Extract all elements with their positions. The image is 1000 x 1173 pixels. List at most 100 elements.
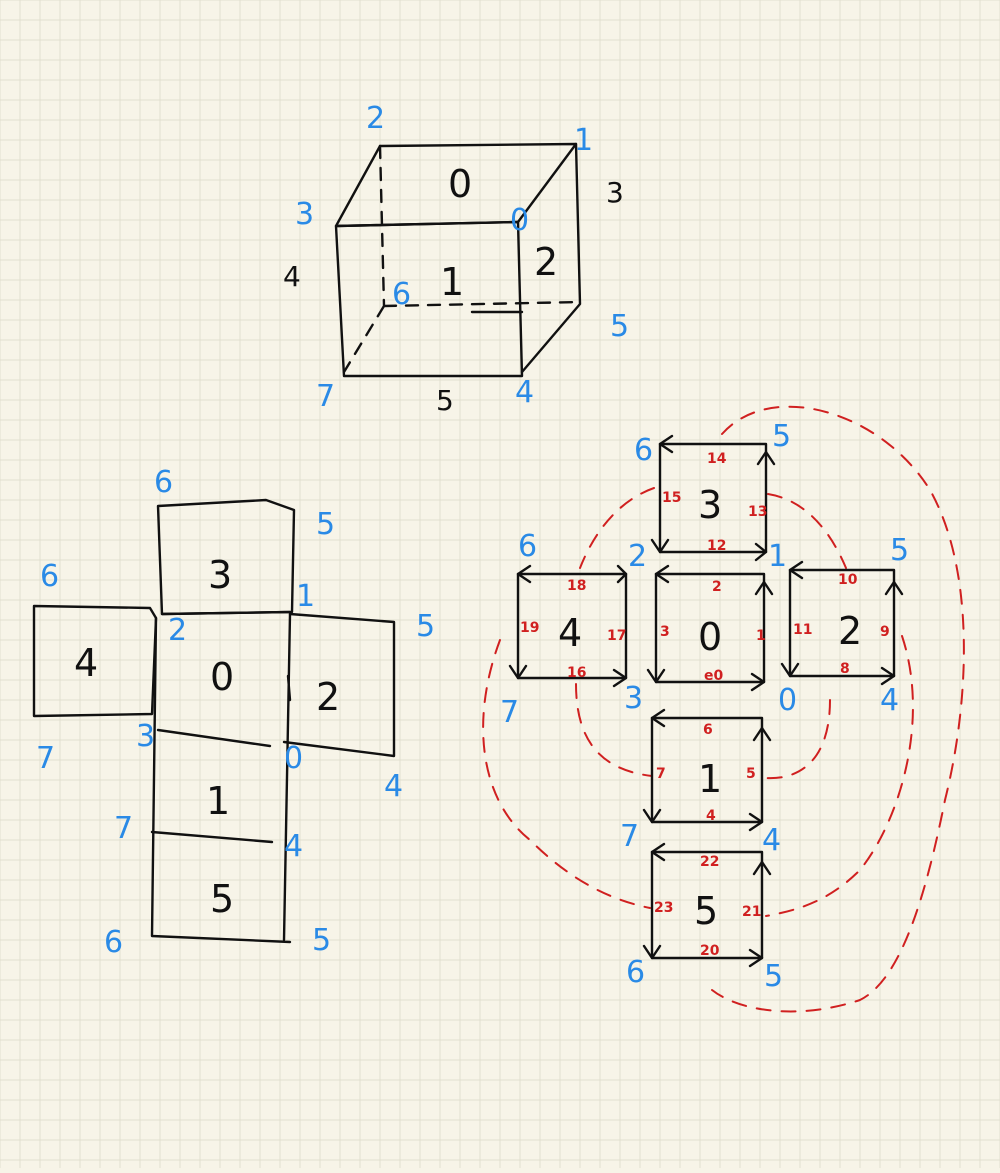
edge-label: 23 bbox=[654, 900, 673, 916]
edge-label: 5 bbox=[746, 766, 756, 782]
edge-label: 2 bbox=[712, 579, 722, 595]
edge-label: 21 bbox=[742, 904, 761, 920]
cube-vertex-label: 6 bbox=[392, 277, 411, 312]
net-right-vertex-label: 7 bbox=[620, 819, 639, 854]
connector-outer bbox=[711, 405, 965, 1013]
net-left-vertex-label: 6 bbox=[154, 465, 173, 500]
net-left-vertex-label: 7 bbox=[36, 741, 55, 776]
net-right-face-label: 5 bbox=[694, 889, 718, 933]
edge-label: 19 bbox=[520, 620, 539, 636]
net-left-column bbox=[150, 612, 292, 944]
net-right-vertex-label: 5 bbox=[772, 419, 791, 454]
net-left-vertex-label: 5 bbox=[416, 609, 435, 644]
net-right-vertex-label: 4 bbox=[762, 823, 781, 858]
net-right-face-label: 4 bbox=[558, 611, 582, 655]
edge-label: 12 bbox=[707, 538, 726, 554]
cube-vertex-label: 0 bbox=[510, 203, 529, 238]
net-left-face-label: 4 bbox=[74, 641, 98, 685]
net-left-vertex-label: 2 bbox=[168, 613, 187, 648]
connector-top-right bbox=[767, 493, 847, 569]
cube-vertex-label: 2 bbox=[366, 101, 385, 136]
edge-arrowheads bbox=[508, 434, 904, 968]
edge-label: 1 bbox=[756, 628, 766, 644]
net-left-face-label: 3 bbox=[208, 553, 232, 597]
cube-right-edges bbox=[520, 142, 582, 374]
cube-front-face bbox=[334, 220, 524, 378]
edge-label: 20 bbox=[700, 943, 720, 959]
cube-face-label: 0 bbox=[448, 162, 472, 206]
cube-vertex-label: 5 bbox=[610, 309, 629, 344]
red-dashed-connectors bbox=[482, 405, 965, 1013]
net-right-vertex-label: 6 bbox=[518, 529, 537, 564]
net-left-vertex-label: 6 bbox=[104, 925, 123, 960]
net-left-vertex-label: 5 bbox=[316, 507, 335, 542]
cube-dimension-label: 5 bbox=[436, 384, 454, 417]
connector-right-bottom bbox=[765, 699, 831, 780]
net-right-vertex-label: 5 bbox=[764, 959, 783, 994]
net-left-mark bbox=[286, 674, 292, 702]
connector-left-outer bbox=[482, 639, 651, 909]
cube-dimension-label: 3 bbox=[606, 176, 624, 209]
edge-label: 14 bbox=[707, 451, 727, 467]
net-left-vertex-label: 4 bbox=[384, 769, 403, 804]
net-left-vertex-label: 4 bbox=[284, 829, 303, 864]
edge-label: e0 bbox=[704, 668, 723, 684]
cube-net-right bbox=[508, 434, 904, 968]
net-right-vertex-label: 6 bbox=[626, 955, 645, 990]
net-left-face-label: 0 bbox=[210, 655, 234, 699]
net-right-vertex-label: 4 bbox=[880, 683, 899, 718]
net-left-vertex-label: 1 bbox=[296, 579, 315, 614]
net-left-dividers bbox=[150, 610, 292, 844]
cube-face-label: 2 bbox=[534, 240, 558, 284]
edge-label: 6 bbox=[703, 722, 713, 738]
net-right-vertex-label: 3 bbox=[624, 681, 643, 716]
net-right-vertex-label: 2 bbox=[628, 539, 647, 574]
net-left-face-2 bbox=[282, 612, 396, 758]
net-left-vertex-label: 5 bbox=[312, 923, 331, 958]
net-left-face-label: 5 bbox=[210, 877, 234, 921]
cube-dimension-label: 4 bbox=[283, 260, 301, 293]
edge-label: 11 bbox=[793, 622, 812, 638]
connector-top-left bbox=[579, 487, 655, 569]
net-right-vertex-label: 7 bbox=[500, 695, 519, 730]
net-left-vertex-label: 0 bbox=[284, 741, 303, 776]
cube-vertex-label: 1 bbox=[574, 123, 593, 158]
net-left-vertex-label: 3 bbox=[136, 719, 155, 754]
net-right-face-label: 2 bbox=[838, 609, 862, 653]
net-left-vertex-label: 7 bbox=[114, 811, 133, 846]
net-left-face-3 bbox=[156, 498, 296, 616]
cube-vertex-label: 3 bbox=[295, 197, 314, 232]
net-right-vertex-label: 1 bbox=[768, 539, 787, 574]
net-left-vertex-label: 6 bbox=[40, 559, 59, 594]
net-left-face-label: 1 bbox=[206, 779, 230, 823]
cube-vertex-label: 7 bbox=[316, 379, 335, 414]
edge-label: 8 bbox=[840, 661, 850, 677]
edge-label: 15 bbox=[662, 490, 681, 506]
cube-net-left bbox=[32, 498, 396, 944]
cube-3d bbox=[334, 142, 582, 378]
cube-hidden-edges bbox=[342, 144, 582, 374]
edge-label: 10 bbox=[838, 572, 858, 588]
net-right-face-label: 0 bbox=[698, 615, 722, 659]
edge-label: 18 bbox=[567, 578, 586, 594]
cube-vertex-label: 4 bbox=[515, 375, 534, 410]
net-right-vertex-label: 6 bbox=[634, 433, 653, 468]
edge-label: 9 bbox=[880, 624, 890, 640]
net-right-vertex-label: 5 bbox=[890, 533, 909, 568]
net-left-face-4 bbox=[32, 604, 158, 718]
edge-label: 13 bbox=[748, 504, 767, 520]
edge-label: 16 bbox=[567, 665, 586, 681]
cube-face-label: 1 bbox=[440, 260, 464, 304]
edge-label: 7 bbox=[656, 766, 666, 782]
net-right-face-label: 3 bbox=[698, 483, 722, 527]
net-right-vertex-label: 0 bbox=[778, 683, 797, 718]
edge-label: 17 bbox=[607, 628, 626, 644]
connector-right-outer bbox=[765, 635, 914, 917]
edge-label: 3 bbox=[660, 624, 670, 640]
edge-label: 4 bbox=[706, 808, 716, 824]
net-left-face-label: 2 bbox=[316, 675, 340, 719]
net-right-face-label: 1 bbox=[698, 757, 722, 801]
